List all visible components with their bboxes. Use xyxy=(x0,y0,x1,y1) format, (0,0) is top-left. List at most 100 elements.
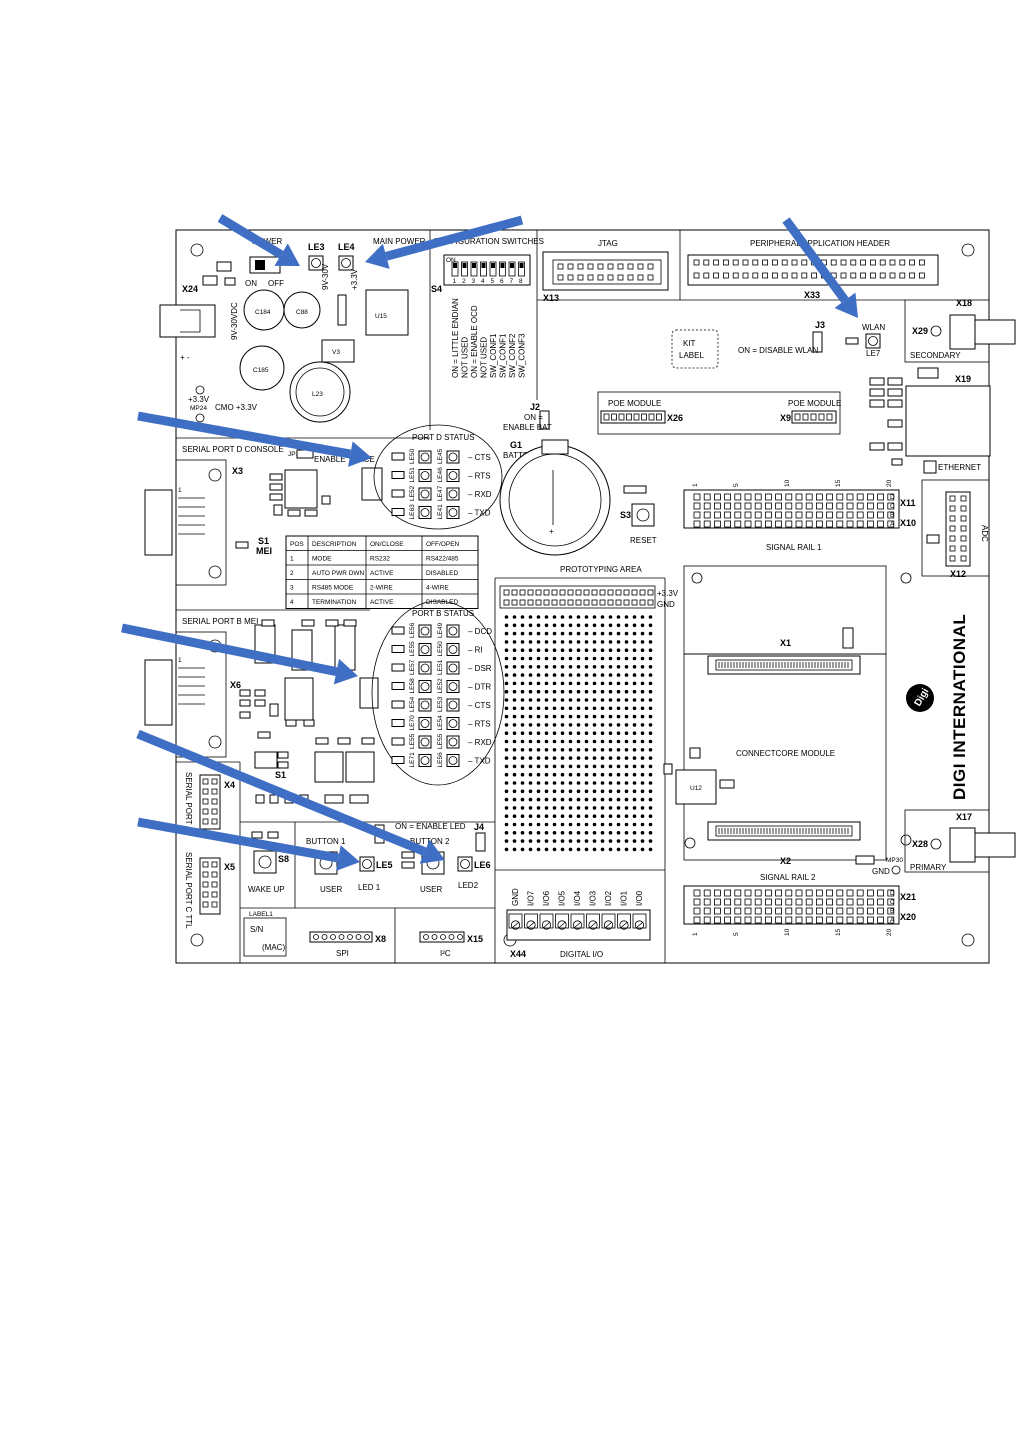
proto-hole xyxy=(520,689,525,694)
proto-hole xyxy=(616,673,621,677)
table-header-cell: DESCRIPTION xyxy=(312,541,357,548)
rail-pin xyxy=(714,907,721,915)
proto-hole xyxy=(504,748,509,752)
proto-hole xyxy=(576,748,581,752)
callout-arrow-head xyxy=(419,839,445,864)
rail-pin xyxy=(805,889,813,897)
callout-arrow-head xyxy=(333,658,358,685)
proto-hole xyxy=(568,731,573,735)
dip-switch[interactable] xyxy=(508,261,516,277)
rail-pin xyxy=(703,916,711,924)
proto-hole xyxy=(624,731,629,735)
rail-row-label: C xyxy=(890,503,895,510)
proto-hole xyxy=(632,731,637,735)
dip-switch-number: 4 xyxy=(481,278,485,285)
x12-label: X12 xyxy=(950,569,966,579)
header-pin xyxy=(870,259,876,266)
proto-hole xyxy=(632,681,637,686)
proto-hole xyxy=(600,839,605,843)
proto-hole xyxy=(536,714,541,719)
rail-pin xyxy=(877,511,884,519)
proto-hole xyxy=(624,673,629,677)
rail-pin xyxy=(714,502,721,510)
dio-terminal xyxy=(555,913,569,929)
dip-switch[interactable] xyxy=(518,261,525,277)
proto-hole xyxy=(616,706,621,711)
proto-hole xyxy=(640,623,645,628)
proto-hole xyxy=(552,673,557,677)
x26-label: X26 xyxy=(667,413,683,423)
rail-pin xyxy=(754,502,762,510)
proto-hole xyxy=(616,723,621,727)
proto-rail-hole xyxy=(559,589,566,596)
proto-hole xyxy=(512,615,517,619)
rail-pin xyxy=(836,520,844,528)
port-b-led-lens xyxy=(448,700,458,710)
rail-pin xyxy=(887,511,895,519)
proto-hole xyxy=(584,731,589,735)
dio-terminal-screw xyxy=(603,920,614,930)
adc-pin xyxy=(949,505,956,512)
rail-pin xyxy=(765,916,772,924)
proto-hole xyxy=(552,814,557,818)
dio-pin-label: I/O0 xyxy=(635,890,644,906)
proto-hole xyxy=(528,714,533,719)
rail-pin xyxy=(744,907,752,915)
rail-pin xyxy=(795,916,803,924)
bottom-section: LABEL1 S/N (MAC) X8 SPI X15 I²C xyxy=(243,911,483,958)
proto-hole xyxy=(592,781,597,785)
proto-hole xyxy=(512,623,517,628)
proto-hole xyxy=(536,656,541,661)
proto-hole xyxy=(584,822,589,827)
port-d-resistor xyxy=(391,471,405,479)
proto-hole xyxy=(608,681,613,686)
dip-switch[interactable] xyxy=(480,261,487,277)
proto-hole xyxy=(528,656,533,661)
port-b-status-title: PORT B STATUS xyxy=(412,609,474,618)
proto-hole xyxy=(600,631,605,636)
x6-label: X6 xyxy=(230,680,241,690)
proto-hole xyxy=(544,714,549,719)
header-pin xyxy=(772,272,778,279)
i2c-pin xyxy=(423,934,429,940)
proto-hole xyxy=(584,656,589,661)
port-b-resistor xyxy=(391,626,405,635)
dip-switch[interactable] xyxy=(470,261,478,277)
proto-hole xyxy=(512,706,517,711)
proto-hole xyxy=(592,731,597,735)
dip-switch[interactable] xyxy=(461,261,468,277)
jtag-pin xyxy=(597,274,604,281)
c185-label: C185 xyxy=(253,367,269,374)
dip-switch-knob xyxy=(491,263,495,268)
jtag-pin xyxy=(627,274,634,281)
proto-hole xyxy=(544,631,549,636)
proto-hole xyxy=(648,623,653,628)
proto-hole xyxy=(568,797,573,802)
proto-hole xyxy=(640,847,645,852)
proto-hole xyxy=(624,706,629,711)
config-switch-label: SW_CONF1 xyxy=(489,333,498,378)
proto-hole xyxy=(504,839,509,843)
proto-hole xyxy=(552,615,557,619)
header-pin xyxy=(801,259,808,266)
dip-switch[interactable] xyxy=(489,261,497,277)
table-cell: DISABLED xyxy=(426,599,458,606)
rail-pin xyxy=(693,511,701,519)
dip-switch[interactable] xyxy=(451,261,459,277)
rail-row-label: A xyxy=(890,521,895,528)
proto-rail-hole xyxy=(519,599,526,606)
proto-hole xyxy=(504,739,509,744)
rail-row-label: D xyxy=(890,890,895,897)
proto-hole xyxy=(640,748,645,752)
proto-hole xyxy=(512,822,517,827)
proto-rail-hole xyxy=(559,599,566,606)
dip-switch[interactable] xyxy=(499,261,506,277)
adc-pin xyxy=(949,545,956,552)
proto-hole xyxy=(592,831,597,835)
proto-hole xyxy=(504,673,509,677)
proto-hole xyxy=(536,822,541,827)
rail-pin xyxy=(836,916,844,924)
jtag-pin xyxy=(597,263,604,270)
rail-pin xyxy=(805,520,813,528)
proto-hole xyxy=(624,797,629,802)
